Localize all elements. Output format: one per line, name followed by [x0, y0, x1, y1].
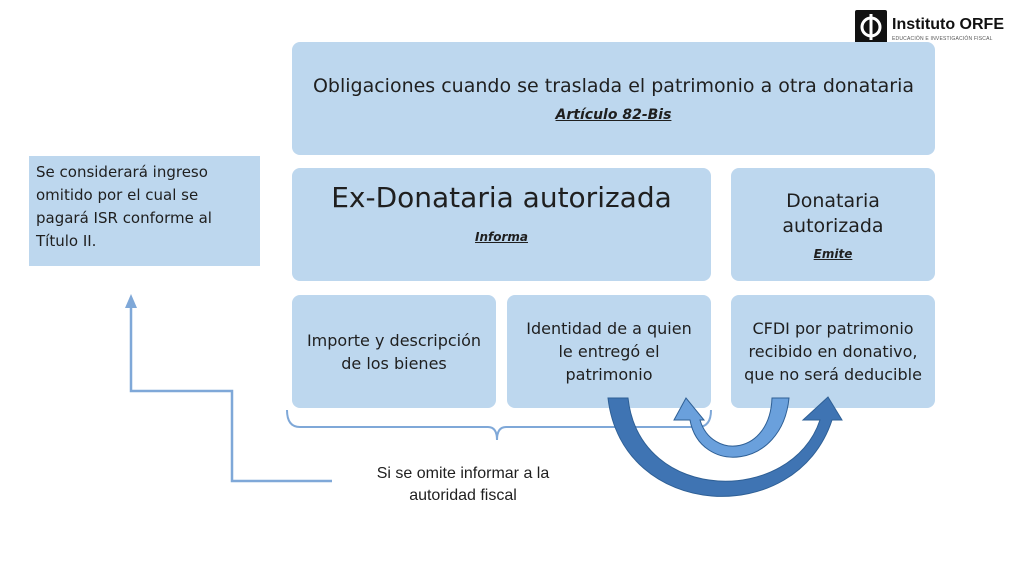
leaf-box-importe: Importe y descripción de los bienes [292, 295, 496, 408]
logo-mark-icon [855, 10, 887, 44]
logo: Instituto ORFE EDUCACIÓN E INVESTIGACIÓN… [855, 10, 1020, 46]
leaf-text-identidad: Identidad de a quien le entregó el patri… [526, 319, 692, 384]
article-label: Artículo 82-Bis [555, 107, 672, 123]
grouping-brace [286, 409, 712, 441]
logo-name: Instituto ORFE [892, 16, 1004, 33]
curved-arrow-dark [607, 396, 843, 497]
obligations-header-box: Obligaciones cuando se traslada el patri… [292, 42, 935, 155]
curved-arrow-light [673, 397, 790, 458]
obligations-title: Obligaciones cuando se traslada el patri… [312, 75, 915, 97]
omit-note-text: Si se omite informar a la autoridad fisc… [376, 465, 550, 504]
donataria-box: Donataria autorizada Emite [731, 168, 935, 281]
ex-donataria-action: Informa [475, 230, 528, 244]
leaf-box-identidad: Identidad de a quien le entregó el patri… [507, 295, 711, 408]
logo-tagline: EDUCACIÓN E INVESTIGACIÓN FISCAL [892, 36, 993, 42]
elbow-connector-line [129, 302, 332, 483]
leaf-text-cfdi: CFDI por patrimonio recibido en donativo… [744, 319, 922, 384]
leaf-text-importe: Importe y descripción de los bienes [306, 330, 482, 373]
side-note-box: Se considerará ingreso omitido por el cu… [29, 156, 260, 266]
donataria-title: Donataria autorizada [782, 189, 884, 237]
ex-donataria-box: Ex-Donataria autorizada Informa [292, 168, 711, 281]
ex-donataria-title: Ex-Donataria autorizada [331, 181, 672, 214]
donataria-action: Emite [813, 246, 853, 261]
up-arrow-icon [125, 294, 137, 308]
leaf-box-cfdi: CFDI por patrimonio recibido en donativo… [731, 295, 935, 408]
